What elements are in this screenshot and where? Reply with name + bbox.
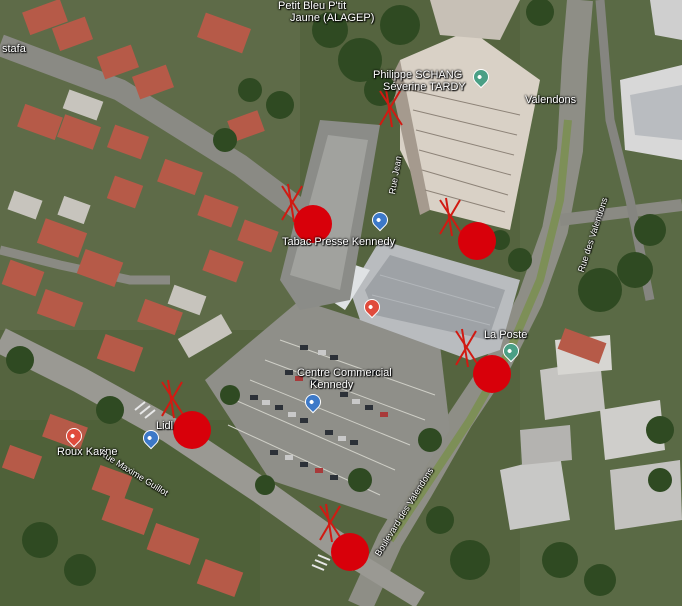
label-stafa: stafa (2, 43, 26, 55)
label-lidl: Lidl (156, 420, 174, 432)
accident-marker-icon[interactable] (294, 205, 332, 243)
accident-marker-icon[interactable] (473, 355, 511, 393)
label-petit-bleu: Petit Bleu P'tit (278, 0, 347, 12)
label-tabac: Tabac Presse Kennedy (282, 236, 396, 248)
label-schang: Philippe SCHANG (373, 69, 463, 81)
label-tardy: Séverine TARDY (383, 81, 466, 93)
label-valendons: Valendons (525, 94, 577, 106)
label-centre-1: Centre Commercial (297, 367, 392, 379)
accident-marker-icon[interactable] (331, 533, 369, 571)
label-roux: Roux Karine (57, 446, 118, 458)
label-centre-2: Kennedy (310, 379, 354, 391)
accident-marker-icon[interactable] (458, 222, 496, 260)
label-jaune: Jaune (ALAGEP) (290, 12, 375, 24)
accident-marker-icon[interactable] (173, 411, 211, 449)
label-la-poste: La Poste (484, 329, 528, 341)
